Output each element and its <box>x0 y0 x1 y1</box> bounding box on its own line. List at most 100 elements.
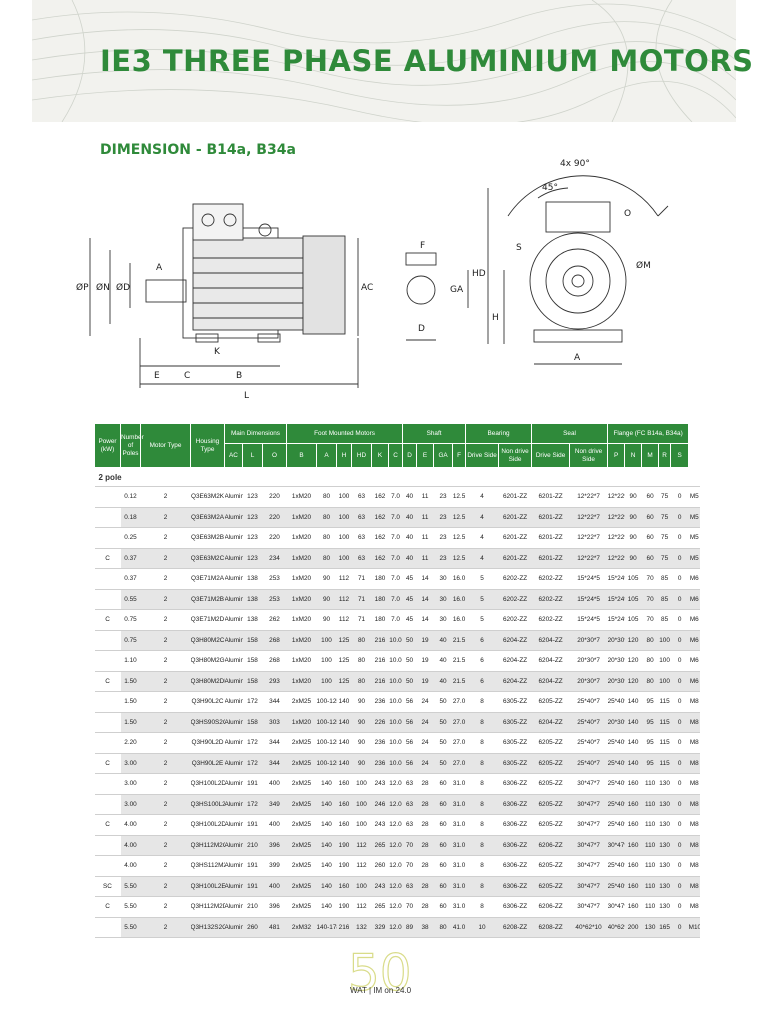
table-cell: 6204-ZZ <box>498 630 532 651</box>
table-cell: 90 <box>351 712 372 733</box>
table-cell: 20*30*7 <box>607 650 625 672</box>
table-cell: 25*40*7 <box>607 814 625 836</box>
table-cell: 15*24*5 <box>607 568 625 590</box>
table-cell: 20*30*7 <box>569 650 608 672</box>
table-cell: 162 <box>371 548 389 569</box>
table-cell: Q3H132S2C <box>190 917 225 938</box>
table-cell: 2 <box>140 671 191 692</box>
table-cell: 6205-ZZ <box>531 773 570 795</box>
table-cell: Aluminium <box>224 568 243 590</box>
table-cell: 2xM25 <box>286 732 317 754</box>
table-cell: M6 <box>688 671 700 692</box>
table-cell: Q3E63M2A <box>190 507 225 528</box>
table-cell: 31.0 <box>452 876 466 897</box>
table-cell: 268 <box>262 650 287 672</box>
table-row: C5.502Q3H112M2DAluminium2103962xM2514019… <box>94 896 700 918</box>
table-cell: Q3H100L2E <box>190 876 225 897</box>
label-angle-45: 45° <box>542 183 558 193</box>
table-cell: 40 <box>433 671 453 692</box>
table-cell: 100 <box>336 548 352 569</box>
table-cell: 12.0 <box>388 814 403 836</box>
table-row: 3.002Q3H100L2DAluminium1914002xM25140160… <box>94 773 700 795</box>
table-cell: 12.0 <box>388 794 403 815</box>
table-cell: 265 <box>371 835 389 856</box>
table-cell: 56 <box>402 732 417 754</box>
col-bearing-drive: Drive Side <box>465 443 500 468</box>
table-cell: 31.0 <box>452 896 466 918</box>
table-cell: 130 <box>658 855 671 877</box>
table-cell: 30*47*7 <box>569 855 608 877</box>
table-row: C1.502Q3H80M2DEAluminium1582931xM2010012… <box>94 671 700 692</box>
table-cell: 4 <box>465 507 499 528</box>
table-cell: C <box>94 671 121 692</box>
table-cell: 2xM25 <box>286 835 317 856</box>
table-cell: 12*22*7 <box>569 527 608 549</box>
table-cell: 6305-ZZ <box>498 732 532 754</box>
table-cell: 6306-ZZ <box>498 794 532 815</box>
table-cell: 0 <box>670 896 689 918</box>
table-cell: 80 <box>641 630 659 651</box>
table-cell: 6 <box>465 650 499 672</box>
table-cell: 24 <box>416 732 434 754</box>
table-cell: 2 <box>140 691 191 713</box>
table-cell: 6306-ZZ <box>498 773 532 795</box>
table-cell: 5 <box>465 589 499 610</box>
table-cell: 90 <box>316 609 337 631</box>
table-cell: 63 <box>351 507 372 528</box>
label-hd: HD <box>472 269 486 279</box>
table-cell: 16.0 <box>452 609 466 631</box>
col-p: P <box>607 443 626 468</box>
table-cell: 162 <box>371 507 389 528</box>
table-cell: 12.5 <box>452 486 466 508</box>
table-cell: Aluminium <box>224 835 243 856</box>
table-cell: 140 <box>316 794 337 815</box>
table-cell: 140 <box>624 712 642 733</box>
table-cell: 1xM20 <box>286 671 317 692</box>
col-e: E <box>416 443 435 468</box>
table-cell: 4.00 <box>120 835 141 856</box>
table-cell: 125 <box>336 671 352 692</box>
table-cell: 15*24*5 <box>569 609 608 631</box>
table-cell: 120 <box>624 650 642 672</box>
table-cell: 11 <box>416 486 434 508</box>
table-cell: 160 <box>336 814 352 836</box>
table-cell: 100 <box>336 486 352 508</box>
table-cell: 63 <box>351 548 372 569</box>
table-cell: 63 <box>402 814 417 836</box>
table-cell: 138 <box>242 589 263 610</box>
label-ga: GA <box>450 285 464 295</box>
table-cell: 115 <box>658 691 671 713</box>
table-cell: 172 <box>242 753 263 774</box>
table-cell: 20*30*7 <box>569 630 608 651</box>
table-cell: 15*24*5 <box>607 589 625 610</box>
group-flange: Flange (FC B14a, B34a) <box>607 423 690 444</box>
table-cell: 40*62*10 <box>607 917 625 938</box>
table-cell: 0.37 <box>120 548 141 569</box>
table-cell: 399 <box>262 855 287 877</box>
table-cell: 2xM25 <box>286 773 317 795</box>
table-cell: 180 <box>371 568 389 590</box>
table-cell: 0 <box>670 855 689 877</box>
table-cell: 6202-ZZ <box>531 568 570 590</box>
table-cell: 0.37 <box>120 568 141 590</box>
table-cell: 10.0 <box>388 650 403 672</box>
table-cell: 140 <box>336 732 352 754</box>
table-cell: 220 <box>262 507 287 528</box>
table-cell: 0 <box>670 876 689 897</box>
col-ac: AC <box>224 443 243 468</box>
table-cell: 120 <box>624 630 642 651</box>
table-cell: 0.55 <box>120 589 141 610</box>
label-f: F <box>420 241 425 251</box>
table-cell: 2 <box>140 568 191 590</box>
table-cell: 0 <box>670 794 689 815</box>
footer-tagline: WAT | IM on 24.0 <box>350 986 412 995</box>
table-cell: SC <box>94 876 121 897</box>
table-cell: 6305-ZZ <box>498 753 532 774</box>
table-cell: Q3H80M2G <box>190 650 225 672</box>
table-cell: 8 <box>465 855 499 877</box>
table-cell: 6306-ZZ <box>498 896 532 918</box>
col-a: A <box>316 443 337 468</box>
table-cell: 6204-ZZ <box>531 650 570 672</box>
table-cell: Aluminium <box>224 650 243 672</box>
table-cell: 23 <box>433 507 453 528</box>
